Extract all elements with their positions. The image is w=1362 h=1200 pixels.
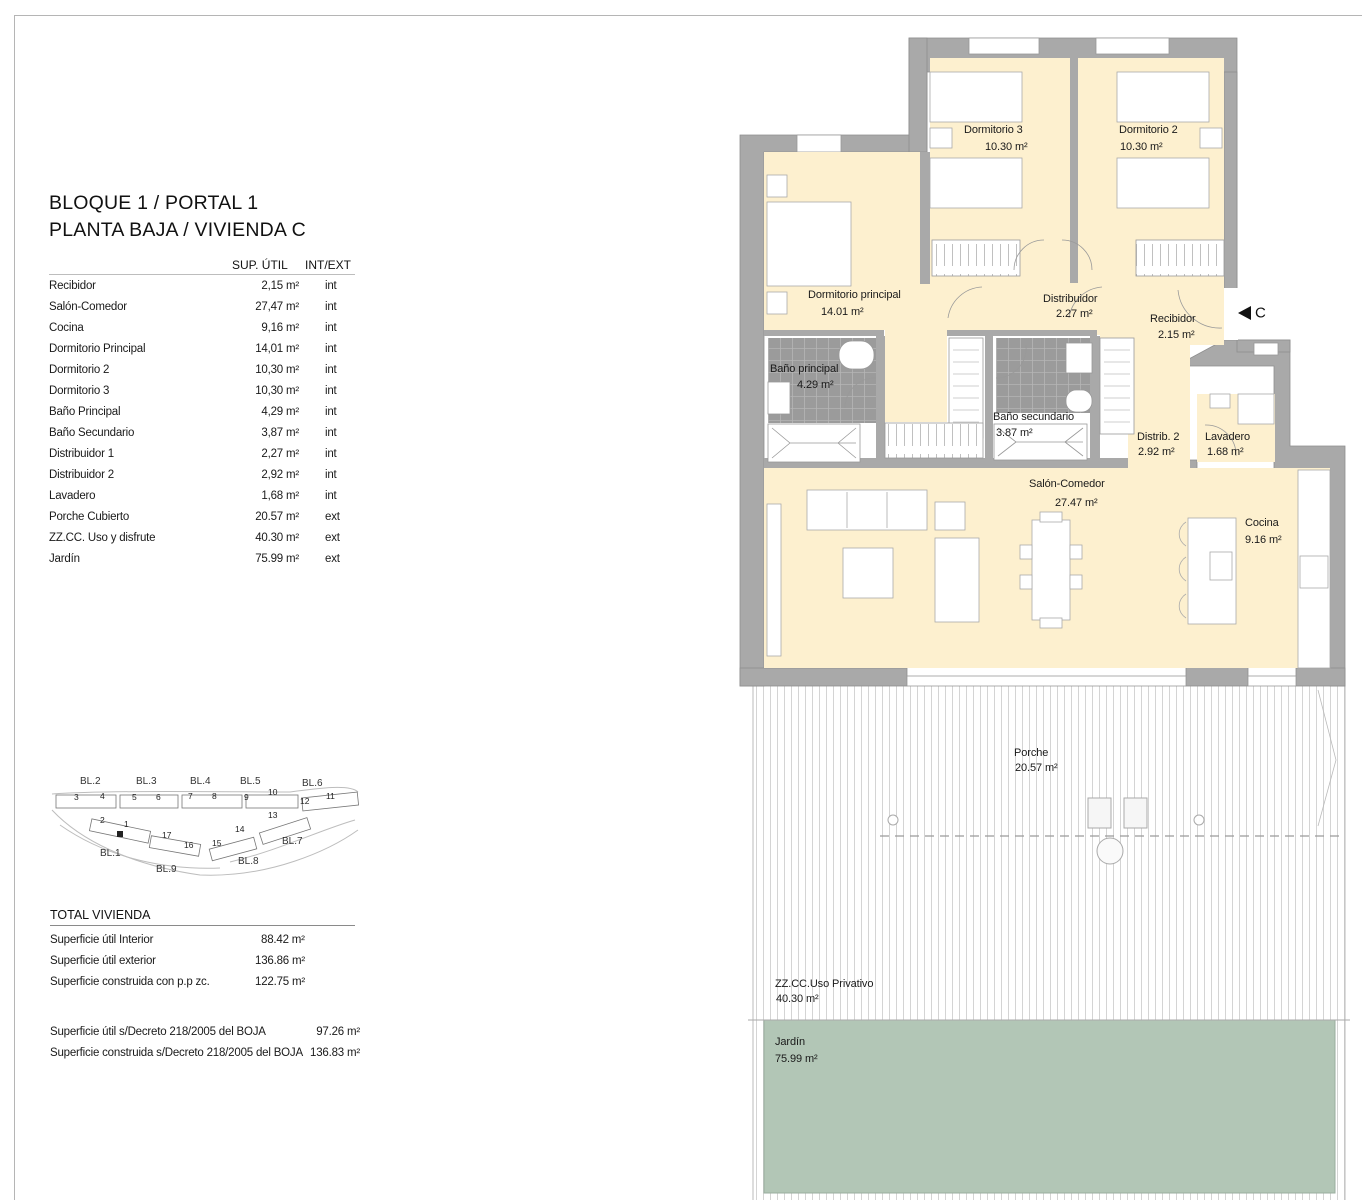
boja-row: Superficie construida s/Decreto 218/2005… — [50, 1047, 360, 1059]
totals-row: Superficie construida con p.p zc.122.75 … — [50, 976, 305, 988]
room-label-bano-principal: Baño principal — [770, 363, 839, 375]
page-title: BLOQUE 1 / PORTAL 1 PLANTA BAJA / VIVIEN… — [49, 190, 306, 244]
svg-text:BL.5: BL.5 — [240, 776, 261, 787]
column-header-type: INT/EXT — [305, 258, 352, 272]
room-area-dorm-principal: 14.01 m² — [821, 306, 864, 318]
svg-text:BL.6: BL.6 — [302, 778, 323, 789]
svg-text:5: 5 — [132, 792, 137, 802]
svg-text:BL.4: BL.4 — [190, 776, 211, 787]
boja-row: Superficie útil s/Decreto 218/2005 del B… — [50, 1026, 360, 1038]
room-area-lavadero: 1.68 m² — [1207, 446, 1244, 458]
svg-text:BL.8: BL.8 — [238, 856, 259, 867]
room-label-distrib2: Distrib. 2 — [1137, 431, 1180, 443]
svg-text:1: 1 — [124, 819, 129, 829]
svg-text:BL.7: BL.7 — [282, 836, 303, 847]
svg-text:15: 15 — [212, 838, 222, 848]
room-area-bano-secundario: 3.87 m² — [996, 427, 1033, 439]
svg-text:12: 12 — [300, 796, 310, 806]
room-label-jardin: Jardín — [775, 1036, 805, 1048]
svg-text:BL.9: BL.9 — [156, 864, 177, 875]
room-label-lavadero: Lavadero — [1205, 431, 1251, 443]
svg-text:17: 17 — [162, 830, 172, 840]
room-area-salon: 27.47 m² — [1055, 497, 1098, 509]
room-area-zzcc: 40.30 m² — [776, 993, 819, 1005]
entry-arrow-icon — [1238, 306, 1251, 321]
room-label-bano-secundario: Baño secundario — [993, 411, 1075, 423]
room-area-dorm2: 10.30 m² — [1120, 141, 1163, 153]
svg-text:4: 4 — [100, 791, 105, 801]
room-label-cocina: Cocina — [1245, 517, 1279, 529]
room-area-porche: 20.57 m² — [1015, 762, 1058, 774]
room-area-dorm3: 10.30 m² — [985, 141, 1028, 153]
title-block-portal: BLOQUE 1 / PORTAL 1 — [49, 192, 259, 214]
svg-text:3: 3 — [74, 792, 79, 802]
svg-text:13: 13 — [268, 810, 278, 820]
room-label-dorm-principal: Dormitorio principal — [808, 289, 901, 301]
room-label-recibidor: Recibidor — [1150, 313, 1196, 325]
totals-title: TOTAL VIVIENDA — [50, 906, 355, 926]
svg-text:7: 7 — [188, 791, 193, 801]
page-frame-top — [14, 15, 1362, 16]
svg-text:8: 8 — [212, 791, 217, 801]
room-area-distribuidor: 2.27 m² — [1056, 308, 1093, 320]
entry-marker: C — [1238, 304, 1266, 322]
room-area-cocina: 9.16 m² — [1245, 534, 1282, 546]
room-label-dorm3: Dormitorio 3 — [964, 124, 1023, 136]
svg-text:BL.2: BL.2 — [80, 776, 101, 787]
table-header: SUP. ÚTIL INT/EXT — [49, 256, 355, 275]
svg-text:BL.1: BL.1 — [100, 848, 121, 859]
room-area-distrib2: 2.92 m² — [1138, 446, 1175, 458]
room-label-distribuidor: Distribuidor — [1043, 293, 1098, 305]
room-area-bano-principal: 4.29 m² — [797, 379, 834, 391]
site-key-map: BL.2 BL.3 BL.4 BL.5 BL.6BL.7 BL.8BL.9 BL.1 3… — [51, 776, 360, 876]
svg-text:6: 6 — [156, 792, 161, 802]
room-area-jardin: 75.99 m² — [775, 1053, 818, 1065]
page-frame-left — [14, 15, 15, 1200]
room-label-zzcc: ZZ.CC.Uso Privativo — [775, 978, 874, 990]
svg-text:16: 16 — [184, 840, 194, 850]
svg-text:14: 14 — [235, 824, 245, 834]
room-label-dorm2: Dormitorio 2 — [1119, 124, 1178, 136]
entry-letter: C — [1255, 304, 1266, 322]
room-label-salon: Salón-Comedor — [1029, 478, 1105, 490]
boja-section: Superficie útil s/Decreto 218/2005 del B… — [50, 1024, 362, 1066]
svg-text:10: 10 — [268, 787, 278, 797]
room-area-recibidor: 2.15 m² — [1158, 329, 1195, 341]
svg-text:11: 11 — [326, 791, 335, 801]
svg-text:2: 2 — [100, 815, 105, 825]
highlighted-unit-marker — [117, 831, 123, 837]
room-label-porche: Porche — [1014, 747, 1049, 759]
title-floor-unit: PLANTA BAJA / VIVIENDA C — [49, 219, 306, 241]
garden-area — [763, 1019, 1336, 1194]
svg-text:BL.3: BL.3 — [136, 776, 157, 787]
svg-text:9: 9 — [244, 792, 249, 802]
column-header-area: SUP. ÚTIL — [232, 258, 288, 272]
